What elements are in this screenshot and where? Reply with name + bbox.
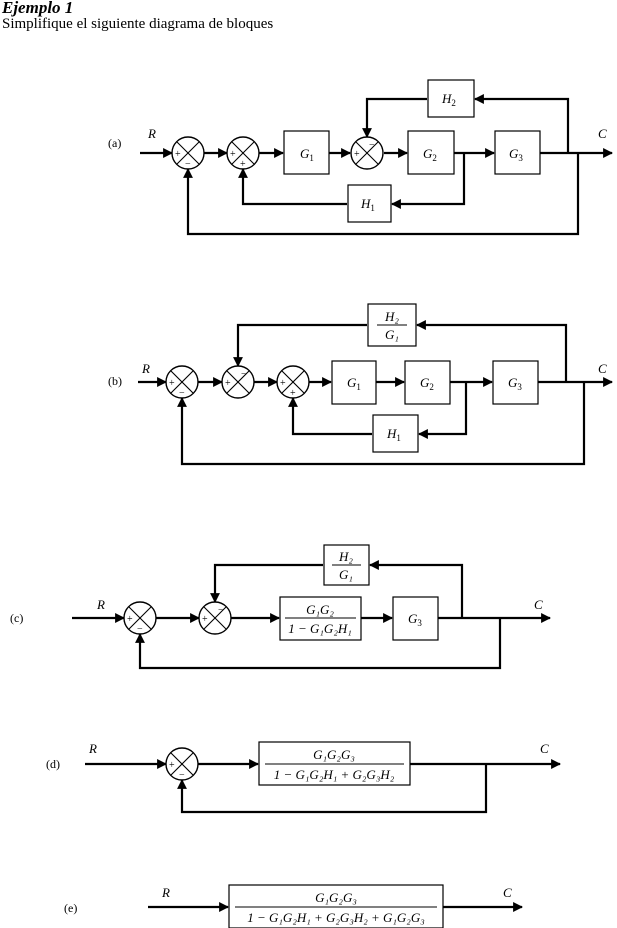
svg-text:H2: H2 [441,91,456,108]
diagram-c: (c) R C + − + − G₁G₂ 1 − G₁G₂H₁ [10,544,551,670]
diagram-e: (e) R C G₁G₂G₃ 1 − G₁G₂H₁ + G₂G₃H₂ + G₁G… [64,884,523,928]
summing-junction: + − [171,136,205,170]
block-g3: G3 [492,360,539,405]
minus-sign: − [179,388,185,399]
diagram-a: (a) R C + − + + [108,79,613,236]
instruction-text: Simplifique el siguiente diagrama de blo… [2,16,274,32]
svg-text:G3: G3 [408,611,422,628]
minus-sign: − [218,605,224,616]
svg-text:G₁: G₁ [339,567,353,582]
summing-junction: + − [350,136,384,170]
diagram-d-label: (d) [46,757,60,771]
plus-sign: + [175,149,181,160]
summing-junction: + + [276,365,310,399]
summing-junction: + − [198,601,232,635]
svg-text:G2: G2 [423,146,437,163]
svg-text:H1: H1 [386,426,401,443]
block-h2-over-g1: H₂ G₁ [323,544,370,586]
block-h1: H1 [347,184,392,223]
block-reduced-forward: G₁G₂G₃ 1 − G₁G₂H₁ + G₂G₃H₂ [258,741,411,786]
minus-sign: − [185,159,191,170]
block-g1: G1 [331,360,377,405]
plus-sign: + [240,159,246,170]
example-title: Ejemplo 1 [2,0,74,17]
minus-sign: − [241,369,247,380]
svg-text:H₂: H₂ [384,309,399,324]
plus-sign: + [202,614,208,625]
diagram-a-input-label: R [147,126,156,141]
block-h1: H1 [372,414,419,453]
minus-sign: − [179,770,185,781]
summing-junction: + − [123,601,157,635]
diagram-b-label: (b) [108,374,122,388]
diagram-b: (b) R C + − + − + [108,303,613,466]
diagram-e-input-label: R [161,885,170,900]
svg-text:1 − G₁G₂H₁ + G₂G₃H₂ + G₁G₂G₃: 1 − G₁G₂H₁ + G₂G₃H₂ + G₁G₂G₃ [247,910,425,925]
svg-text:G3: G3 [508,375,522,392]
plus-sign: + [230,149,236,160]
summing-junction: + − [221,365,255,399]
summing-junction: + + [226,136,260,170]
plus-sign: + [127,614,133,625]
diagram-d-input-label: R [88,741,97,756]
svg-text:G2: G2 [420,375,434,392]
block-h2-over-g1: H₂ G₁ [367,303,417,347]
block-g2: G2 [404,360,451,405]
svg-text:G1: G1 [347,375,361,392]
svg-text:1 − G₁G₂H₁ + G₂G₃H₂: 1 − G₁G₂H₁ + G₂G₃H₂ [274,767,395,782]
summing-junction: + − [165,747,199,781]
diagram-c-input-label: R [96,597,105,612]
plus-sign: + [169,378,175,389]
diagram-e-label: (e) [64,901,77,915]
plus-sign: + [354,149,360,160]
svg-text:G₁: G₁ [385,327,399,342]
diagram-c-output-label: C [534,597,543,612]
svg-text:G₁G₂: G₁G₂ [306,602,334,617]
block-g1g2-forward: G₁G₂ 1 − G₁G₂H₁ [279,596,362,641]
block-g1: G1 [283,130,330,175]
svg-text:1 − G₁G₂H₁: 1 − G₁G₂H₁ [288,621,352,636]
block-g2: G2 [407,130,455,175]
plus-sign: + [169,760,175,771]
block-g3: G3 [494,130,541,175]
svg-text:H₂: H₂ [338,549,353,564]
diagram-a-output-label: C [598,126,607,141]
diagram-c-label: (c) [10,611,23,625]
diagram-e-output-label: C [503,885,512,900]
svg-text:G1: G1 [300,146,314,163]
svg-text:H1: H1 [360,196,375,213]
svg-text:G3: G3 [509,146,523,163]
diagram-d: (d) R C + − G₁G₂G₃ 1 − G₁G₂H₁ + G₂G₃H₂ [46,741,561,814]
svg-text:G₁G₂G₃: G₁G₂G₃ [313,747,355,762]
diagram-b-output-label: C [598,361,607,376]
diagram-d-output-label: C [540,741,549,756]
block-closed-loop-transfer: G₁G₂G₃ 1 − G₁G₂H₁ + G₂G₃H₂ + G₁G₂G₃ [228,884,444,928]
plus-sign: + [280,378,286,389]
diagram-a-label: (a) [108,136,121,150]
svg-text:G₁G₂G₃: G₁G₂G₃ [315,890,357,905]
plus-sign: + [290,388,296,399]
plus-sign: + [225,378,231,389]
summing-junction: + − [165,365,199,399]
minus-sign: − [137,624,143,635]
minus-sign: − [369,140,375,151]
diagram-b-input-label: R [141,361,150,376]
block-h2: H2 [427,79,475,118]
block-g3: G3 [392,596,439,641]
